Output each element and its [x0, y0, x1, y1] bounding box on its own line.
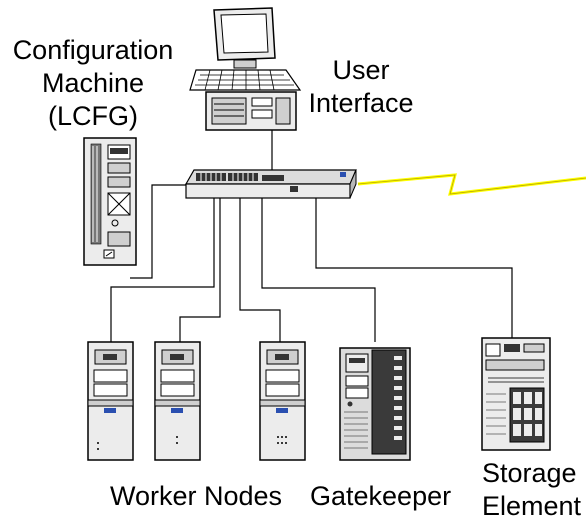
worker-node-3: [259, 341, 306, 461]
config-machine: [83, 137, 137, 266]
user-interface-label-line-2: Interface: [308, 88, 414, 118]
config-label-line-1: Configuration: [12, 35, 174, 65]
config-label-line-2: Machine: [41, 68, 145, 98]
worker-nodes-label: Worker Nodes: [110, 481, 283, 511]
cable-storage: [315, 196, 513, 338]
config-machine-label: Configuration Machine (LCFG): [2, 34, 184, 133]
cable-config: [130, 184, 196, 279]
storage-label-line-2: Element: [482, 491, 582, 521]
cable-worker-2: [179, 196, 221, 342]
user-interface-label: User Interface: [296, 54, 426, 120]
user-interface-workstation: [189, 7, 302, 131]
network-switch: [184, 169, 357, 199]
storage-label-line-1: Storage: [482, 458, 577, 488]
network-cables: [110, 130, 513, 342]
worker-node-1: [87, 341, 134, 461]
user-interface-label-line-1: User: [332, 55, 390, 85]
config-label-line-3: (LCFG): [48, 101, 138, 131]
gatekeeper-label: Gatekeeper: [310, 481, 452, 511]
cable-gatekeeper: [261, 196, 376, 342]
storage-element-label: Storage Element: [482, 457, 581, 523]
cable-worker-3: [239, 196, 281, 342]
worker-node-2: [154, 341, 201, 461]
cable-worker-1: [110, 196, 215, 342]
storage-element-server: [481, 337, 551, 451]
gatekeeper-server: [339, 347, 411, 461]
